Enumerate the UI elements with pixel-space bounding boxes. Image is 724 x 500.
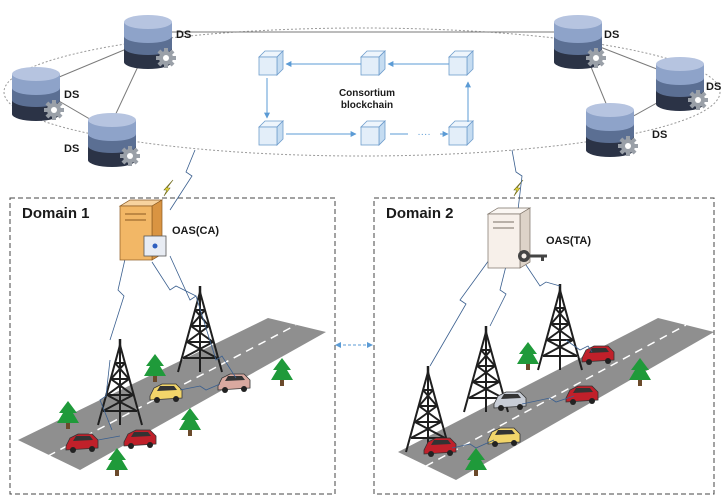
ds-label: DS xyxy=(652,129,667,141)
gear-icon xyxy=(120,146,140,166)
ds-label: DS xyxy=(604,29,619,41)
ds-label: DS xyxy=(64,89,79,101)
ds-node-3 xyxy=(88,113,140,167)
server-oas-ta xyxy=(486,207,547,269)
ds-label: DS xyxy=(176,29,191,41)
server-label-ta: OAS(TA) xyxy=(546,235,591,247)
key-icon xyxy=(518,250,547,262)
domain-1-title: Domain 1 xyxy=(22,205,90,222)
domain-1: Domain 1 xyxy=(9,197,336,495)
domain-2: Domain 2 xyxy=(373,197,715,495)
server-label-ca: OAS(CA) xyxy=(172,225,219,237)
ds-node-2 xyxy=(12,67,64,121)
blockchain-label-line2: blockchain xyxy=(341,100,393,111)
blockchain: ···· Consortium blockchain xyxy=(258,50,474,146)
gear-icon xyxy=(44,100,64,120)
gear-icon xyxy=(618,136,638,156)
ds-node-1 xyxy=(124,15,176,69)
tree-icon xyxy=(271,358,293,386)
gear-icon xyxy=(156,48,176,68)
server-oas-ca xyxy=(118,199,167,261)
lightning-icon xyxy=(513,179,524,197)
ds-label: DS xyxy=(706,81,721,93)
ds-node-6 xyxy=(586,103,638,157)
ds-label: DS xyxy=(64,143,79,155)
tree-icon xyxy=(517,342,539,370)
gear-icon xyxy=(586,48,606,68)
lightning-icon xyxy=(163,179,174,197)
road xyxy=(398,318,714,480)
domain-2-title: Domain 2 xyxy=(386,205,454,222)
certificate-icon xyxy=(152,243,158,249)
ds-node-4 xyxy=(554,15,606,69)
ds-node-5 xyxy=(656,57,708,111)
gear-icon xyxy=(688,90,708,110)
blockchain-label-line1: Consortium xyxy=(339,88,395,99)
chain-ellipsis: ···· xyxy=(417,129,430,140)
tower-icon xyxy=(536,282,584,372)
